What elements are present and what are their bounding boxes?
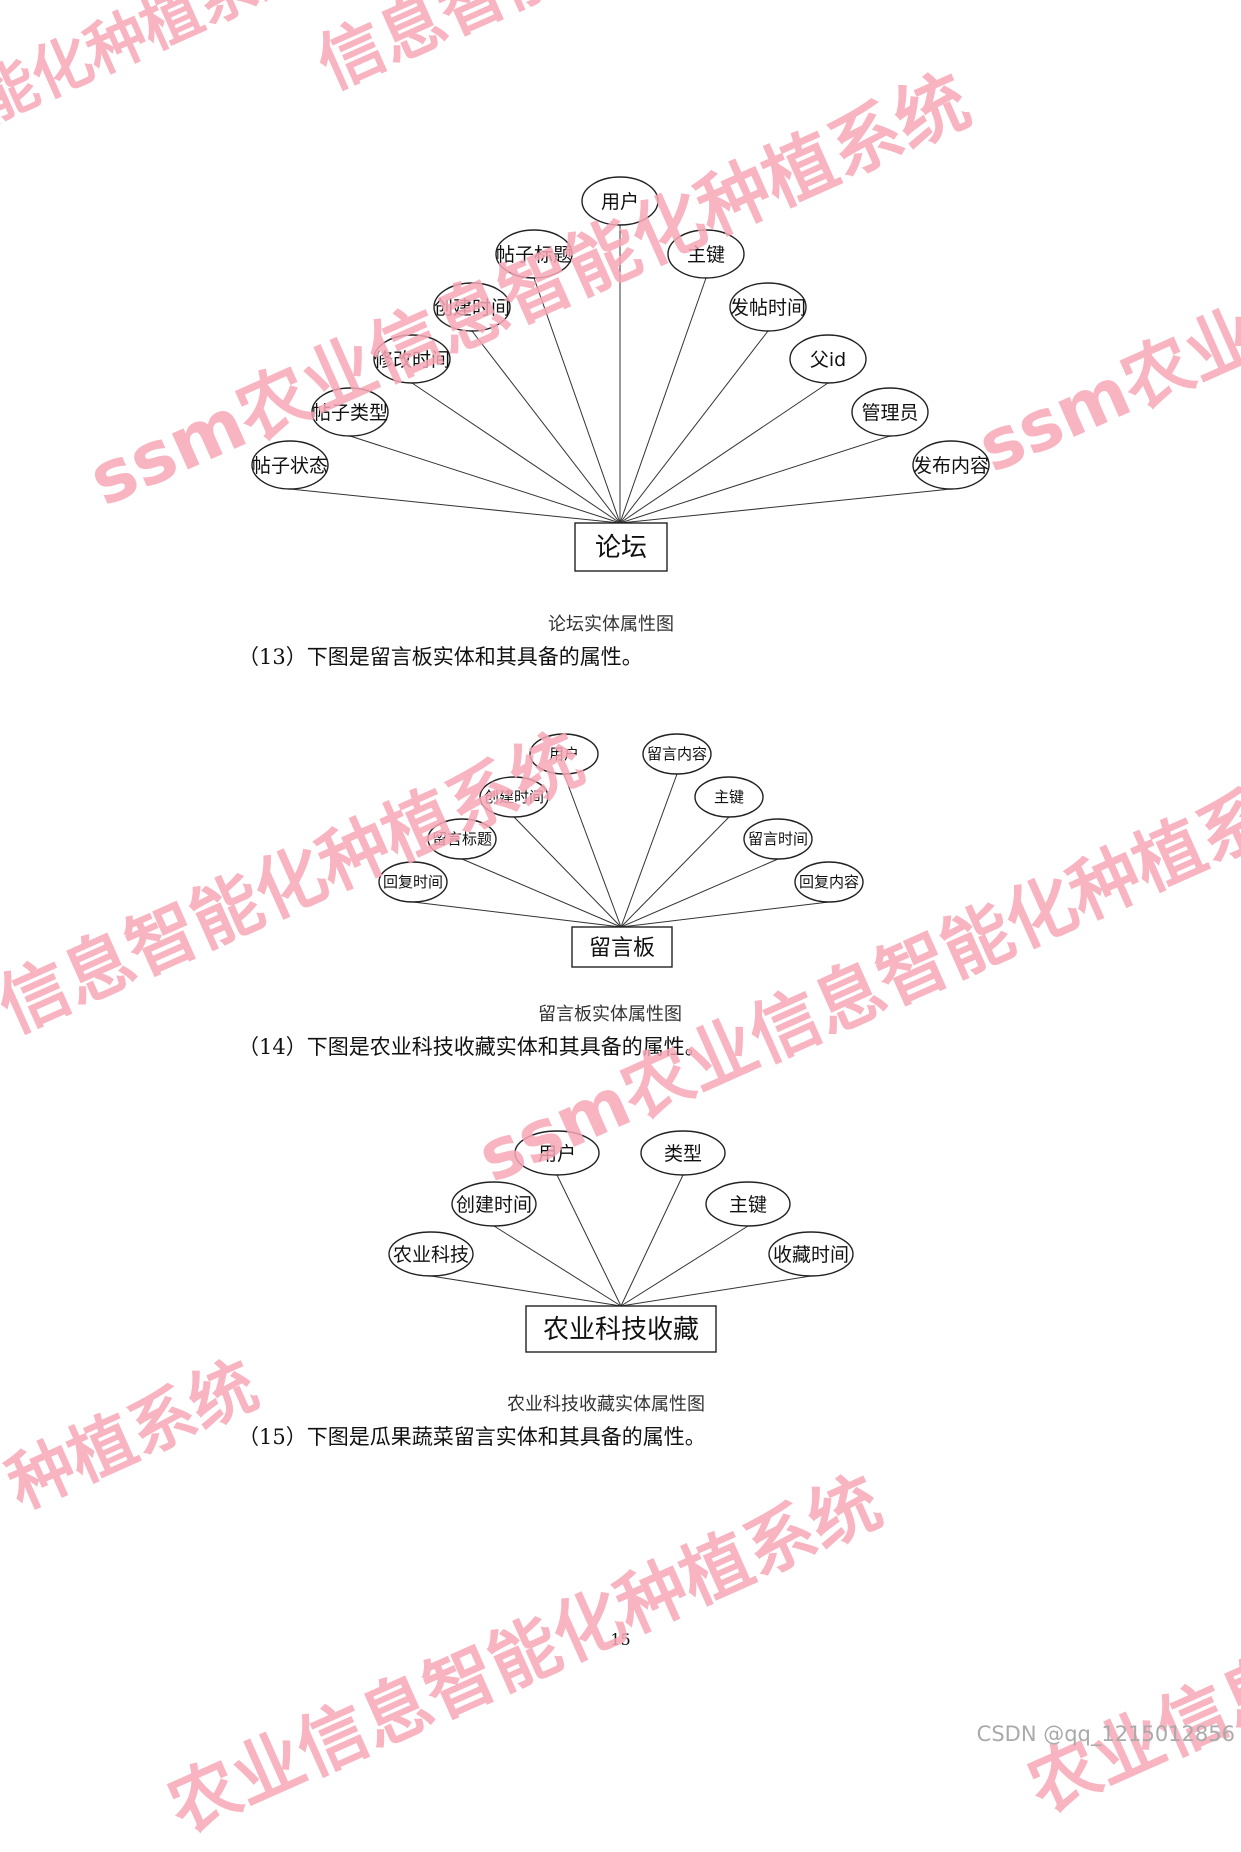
attribute-label: 发布内容: [913, 455, 989, 477]
attribute-ellipse: [581, 176, 659, 226]
connector-line: [620, 1225, 749, 1307]
entity-box: [571, 926, 673, 968]
attribute-label: 管理员: [861, 402, 918, 424]
paragraph-14: （14）下图是农业科技收藏实体和其具备的属性。: [238, 1035, 706, 1059]
connector-line: [430, 1275, 622, 1307]
connector-line: [620, 773, 678, 928]
attribute-label: 修改时间: [374, 349, 450, 371]
attribute-ellipse: [694, 776, 764, 818]
page-number: 15: [610, 1630, 631, 1649]
connector-line: [619, 330, 769, 524]
connector-line: [493, 1225, 622, 1307]
attribute-ellipse: [514, 1130, 600, 1176]
attribute-ellipse: [642, 733, 712, 775]
paragraph-15: （15）下图是瓜果蔬菜留言实体和其具备的属性。: [238, 1425, 706, 1449]
attribute-label: 主键: [714, 788, 744, 806]
attribute-label: 主键: [729, 1194, 767, 1216]
attribute-ellipse: [667, 229, 745, 279]
footer-credit: CSDN @qq_1215012856: [976, 1722, 1235, 1746]
attribute-ellipse: [433, 282, 511, 332]
attribute-ellipse: [705, 1181, 791, 1227]
connector-line: [620, 1174, 684, 1307]
attribute-ellipse: [851, 387, 929, 437]
connector-line: [461, 858, 622, 928]
connector-line: [563, 773, 622, 928]
attribute-ellipse: [912, 440, 990, 490]
attribute-label: 帖子标题: [496, 244, 572, 266]
attribute-label: 类型: [664, 1143, 702, 1165]
attribute-ellipse: [311, 387, 389, 437]
attribute-label: 回复内容: [799, 873, 859, 891]
connector-line: [619, 382, 829, 524]
attribute-ellipse: [451, 1181, 537, 1227]
connector-line: [411, 382, 621, 524]
caption-forum: 论坛实体属性图: [548, 614, 674, 635]
attribute-label: 帖子类型: [312, 402, 388, 424]
attribute-label: 收藏时间: [773, 1244, 849, 1266]
attribute-ellipse: [251, 440, 329, 490]
caption-board: 留言板实体属性图: [538, 1004, 682, 1025]
attribute-ellipse: [768, 1231, 854, 1277]
attribute-label: 主键: [687, 244, 725, 266]
attribute-label: 回复时间: [383, 873, 443, 891]
attribute-label: 用户: [549, 745, 579, 763]
connector-line: [620, 816, 730, 928]
entity-label: 农业科技收藏: [543, 1315, 699, 1345]
attribute-ellipse: [743, 818, 813, 860]
attribute-ellipse: [378, 861, 448, 903]
attribute-ellipse: [789, 334, 867, 384]
connector-line: [513, 816, 622, 928]
attribute-ellipse: [729, 282, 807, 332]
connector-line: [619, 277, 707, 524]
entity-box: [525, 1305, 717, 1353]
attribute-label: 用户: [538, 1143, 576, 1165]
attribute-label: 发帖时间: [730, 297, 806, 319]
attribute-ellipse: [529, 733, 599, 775]
attribute-label: 创建时间: [484, 788, 544, 806]
connector-line: [620, 1275, 812, 1307]
attribute-label: 留言标题: [432, 830, 492, 848]
attribute-ellipse: [640, 1130, 726, 1176]
connector-line: [471, 330, 621, 524]
attribute-ellipse: [495, 229, 573, 279]
attribute-ellipse: [794, 861, 864, 903]
attribute-label: 农业科技: [393, 1244, 469, 1266]
er-diagrams: 用户帖子标题主键创建时间发帖时间修改时间父id帖子类型管理员帖子状态发布内容论坛…: [251, 176, 990, 1353]
attribute-label: 留言时间: [748, 830, 808, 848]
attribute-ellipse: [388, 1231, 474, 1277]
connector-line: [412, 901, 622, 928]
caption-fav: 农业科技收藏实体属性图: [507, 1394, 705, 1415]
attribute-ellipse: [479, 776, 549, 818]
connector-line: [619, 435, 891, 524]
connector-line: [620, 858, 779, 928]
entity-box: [574, 522, 668, 572]
attribute-label: 留言内容: [647, 745, 707, 763]
attribute-label: 父id: [810, 349, 846, 371]
connector-line: [619, 488, 952, 524]
connector-line: [289, 488, 621, 524]
attribute-label: 创建时间: [434, 297, 510, 319]
connector-line: [556, 1174, 622, 1307]
attribute-label: 创建时间: [456, 1194, 532, 1216]
attribute-ellipse: [427, 818, 497, 860]
connector-line: [620, 901, 830, 928]
paragraph-13: （13）下图是留言板实体和其具备的属性。: [238, 645, 643, 669]
attribute-label: 用户: [601, 191, 639, 213]
connector-line: [349, 435, 621, 524]
entity-label: 论坛: [595, 533, 647, 563]
attribute-ellipse: [373, 334, 451, 384]
entity-label: 留言板: [589, 936, 655, 961]
connector-line: [533, 277, 621, 524]
attribute-label: 帖子状态: [252, 455, 328, 477]
